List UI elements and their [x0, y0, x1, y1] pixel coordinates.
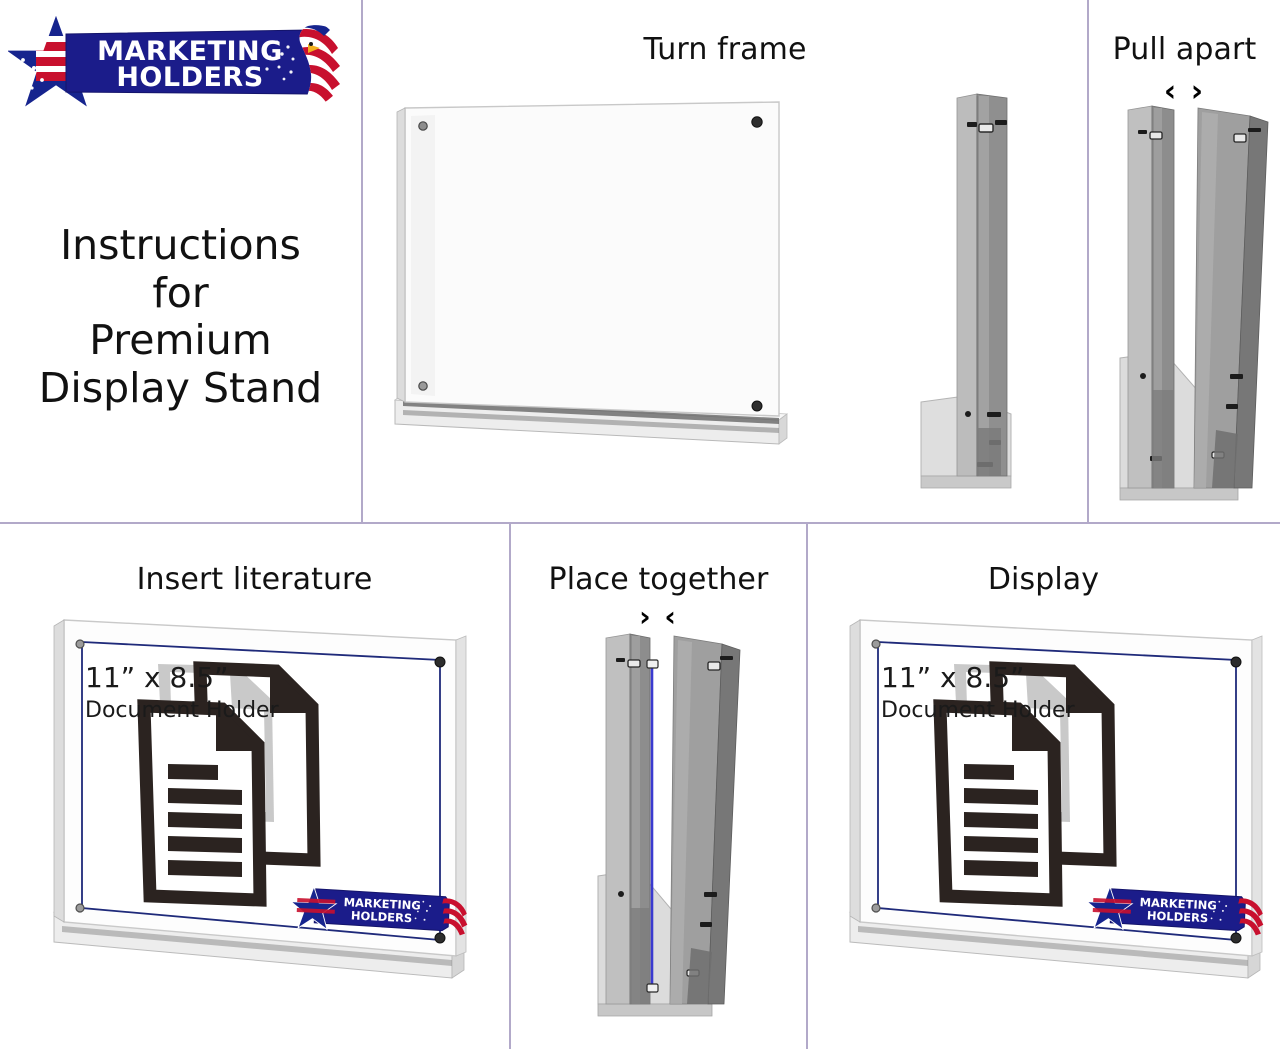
frame-screw-bottom-right: [751, 400, 763, 412]
artwork-turn-frame-side: [915, 84, 1025, 504]
step-label-display: Display: [987, 562, 1100, 597]
frame-screw-top-right: [434, 656, 446, 668]
artwork-display: MARKETING HOLDERS: [836, 614, 1280, 1026]
svg-text:MARKETING: MARKETING: [343, 895, 421, 912]
logo-text-line1: MARKETING: [97, 36, 283, 67]
artwork-pull-apart: [1112, 100, 1280, 512]
display-sheet-size-text: 11” x 8.5”: [881, 661, 1025, 694]
document-icon-text-lines: [168, 764, 242, 877]
insert-sheet-caption-text: Document Holder: [85, 698, 279, 723]
artwork-turn-frame-front: [375, 100, 805, 460]
svg-text:HOLDERS: HOLDERS: [1147, 908, 1209, 925]
insert-sheet-size-text: 11” x 8.5”: [85, 661, 229, 694]
panel-left: [605, 633, 651, 1005]
frame-screw-top-right: [751, 116, 763, 128]
document-icon-text-lines: [964, 764, 1038, 877]
step-label-pull-apart: Pull apart: [1112, 32, 1257, 67]
panel-right: [1193, 107, 1269, 489]
step-label-insert-literature: Insert literature: [136, 562, 373, 597]
frame-screw-top-left: [75, 639, 85, 649]
page-title-line-4: Display Stand: [38, 363, 323, 412]
literature-brand-logo: MARKETING HOLDERS: [1085, 885, 1264, 936]
logo-banner: [65, 29, 321, 95]
frame-screw-bottom-left: [75, 903, 85, 913]
artwork-insert-literature: MARKETING HOLDERS: [40, 612, 490, 1024]
frame-screw-bottom-left: [418, 381, 428, 391]
literature-brand-logo: MARKETING HOLDERS: [289, 885, 468, 936]
page-title-line-2: for: [152, 268, 209, 317]
brand-logo: MARKETING HOLDERS: [8, 8, 353, 116]
frame-screw-bottom-left: [871, 903, 881, 913]
document-icon-front: [933, 699, 1063, 907]
grid-divider-vertical-top-right: [1087, 0, 1089, 523]
frame-screw-bottom-right: [1230, 932, 1242, 944]
panel-left: [1127, 105, 1175, 489]
page-title-line-3: Premium: [89, 316, 272, 365]
display-sheet-caption-text: Document Holder: [881, 698, 1075, 723]
step-arrows-pull-apart: ‹ ›: [1163, 74, 1206, 109]
grid-divider-vertical-top-left: [361, 0, 363, 523]
page-title: Instructions for Premium Display Stand: [0, 221, 361, 412]
svg-text:HOLDERS: HOLDERS: [351, 908, 413, 925]
frame-screw-bottom-right: [434, 932, 446, 944]
grid-divider-vertical-bottom-right: [806, 523, 808, 1049]
panel-right: [669, 635, 741, 1005]
grid-divider-horizontal: [0, 522, 1280, 524]
frame-screw-top-left: [871, 639, 881, 649]
page-title-line-1: Instructions: [60, 221, 301, 269]
artwork-place-together: [592, 630, 752, 1030]
frame-screw-top-right: [1230, 656, 1242, 668]
grid-divider-vertical-bottom-left: [509, 523, 511, 1049]
svg-text:MARKETING: MARKETING: [1139, 895, 1217, 912]
frame-screw-top-left: [418, 121, 428, 131]
step-label-turn-frame: Turn frame: [643, 32, 807, 67]
document-icon-front: [137, 699, 267, 907]
step-arrows-place-together: › ‹: [639, 600, 678, 633]
logo-text-line2: HOLDERS: [116, 62, 263, 93]
step-label-place-together: Place together: [548, 562, 769, 597]
